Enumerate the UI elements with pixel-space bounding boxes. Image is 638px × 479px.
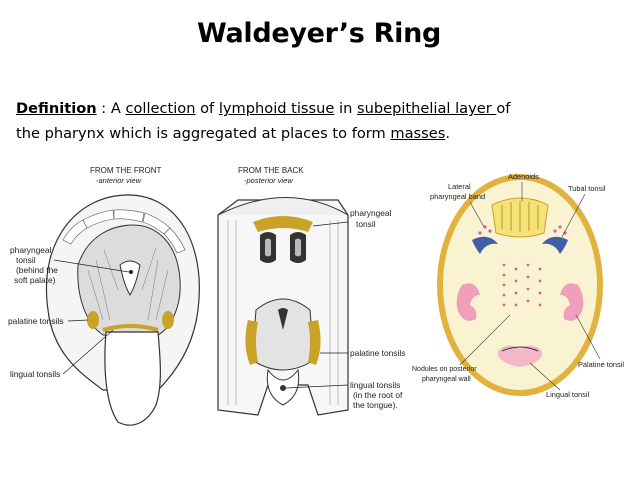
front-palatine-tonsil-left — [87, 311, 99, 329]
front-uvula — [119, 260, 141, 296]
back-label-lingual-2: (in the root of — [353, 390, 403, 400]
back-palatine-tonsil-right — [308, 320, 321, 365]
back-wall-hatching — [227, 220, 339, 405]
front-upper-teeth — [62, 209, 186, 254]
back-label-lingual-1: lingual tonsils — [350, 380, 400, 390]
front-heading-1: FROM THE FRONT — [90, 166, 162, 175]
ring-label-tubal: Tubal tonsil — [568, 184, 606, 193]
ring-label-nodules-1: Nodules on posterior — [412, 366, 477, 373]
ring-posterior-nodules — [502, 263, 542, 307]
back-choanae — [260, 232, 306, 263]
front-heading-2: -anterior view — [96, 176, 142, 185]
ring-palatine-tonsil-left — [456, 283, 480, 321]
definition-line-1: Definition : A collection of lymphoid ti… — [16, 96, 626, 121]
back-skull-base — [217, 197, 349, 216]
back-lingual-dot — [280, 385, 286, 391]
text-pharynx: the pharynx which is aggregated at place… — [16, 125, 391, 142]
definition-term: Definition — [16, 100, 97, 117]
text-of-2: of — [496, 100, 511, 117]
word-masses: masses — [390, 125, 446, 142]
front-label-pharyngeal-1: pharyngeal — [10, 245, 52, 255]
text-in: in — [334, 100, 357, 117]
front-pharyngeal-dot — [129, 270, 133, 274]
front-label-pharyngeal-3: (behind the — [16, 265, 58, 275]
text-of: of — [195, 100, 219, 117]
ring-epiglottis-line — [501, 346, 539, 352]
front-label-pharyngeal-2: tonsil — [16, 255, 36, 265]
front-lingual-band — [102, 324, 159, 332]
ring-label-nodules-2: pharyngeal wall — [422, 376, 471, 383]
text-period: . — [445, 125, 450, 142]
front-palatine-tonsil-right — [162, 311, 174, 329]
front-cavity-hatching — [87, 247, 169, 321]
ring-adenoids — [491, 197, 549, 238]
back-label-pharyngeal-1: pharyngeal — [350, 208, 392, 218]
slide-title: Waldeyer’s Ring — [196, 18, 442, 49]
ring-label-lateral-1: Lateral — [448, 182, 471, 191]
back-label-lingual-3: the tongue). — [353, 400, 398, 410]
back-palatine-tonsil-left — [245, 320, 258, 365]
word-collection: collection — [125, 100, 196, 117]
front-view-illustration: FROM THE FRONT -anterior view pharyngeal… — [8, 166, 200, 426]
front-leader-lines — [53, 259, 130, 375]
word-subepithelial-layer: subepithelial layer — [356, 100, 497, 117]
ring-tubal-tonsil-right — [542, 236, 568, 254]
back-label-palatine: palatine tonsils — [350, 348, 405, 358]
back-view-illustration: FROM THE BACK -posterior view pharyngeal… — [217, 166, 405, 416]
ring-label-lateral-2: pharyngeal band — [430, 192, 485, 201]
ring-label-palatine: Palatine tonsil — [578, 360, 624, 369]
ring-palatine-tonsil-right — [560, 283, 584, 321]
front-label-pharyngeal-4: soft palate) — [14, 275, 56, 285]
front-tongue — [104, 331, 161, 426]
front-label-palatine: palatine tonsils — [8, 316, 63, 326]
back-label-pharyngeal-2: tonsil — [356, 219, 376, 229]
ring-label-adenoids: Adenoids — [508, 172, 539, 181]
definition-separator: : A — [96, 100, 126, 117]
back-uvula — [278, 308, 288, 330]
definition-text: Definition : A collection of lymphoid ti… — [16, 96, 626, 146]
ring-label-lingual: Lingual tonsil — [546, 390, 590, 399]
back-pharyngeal-tonsil — [253, 216, 313, 232]
back-leader-lines — [285, 221, 349, 389]
back-heading-1: FROM THE BACK — [238, 166, 304, 175]
definition-line-2: the pharynx which is aggregated at place… — [16, 121, 626, 146]
ring-leader-lines — [459, 182, 601, 391]
word-lymphoid-tissue: lymphoid tissue — [218, 100, 335, 117]
ring-lingual-tonsil — [497, 345, 543, 367]
ring-diagram: Lateral pharyngeal band Adenoids Tubal t… — [412, 172, 624, 399]
ring-lateral-band-dots — [478, 225, 567, 235]
front-label-lingual: lingual tonsils — [10, 369, 60, 379]
ring-tubal-tonsil-left — [472, 236, 498, 254]
back-heading-2: -posterior view — [244, 176, 293, 185]
ring-outline — [437, 174, 603, 396]
